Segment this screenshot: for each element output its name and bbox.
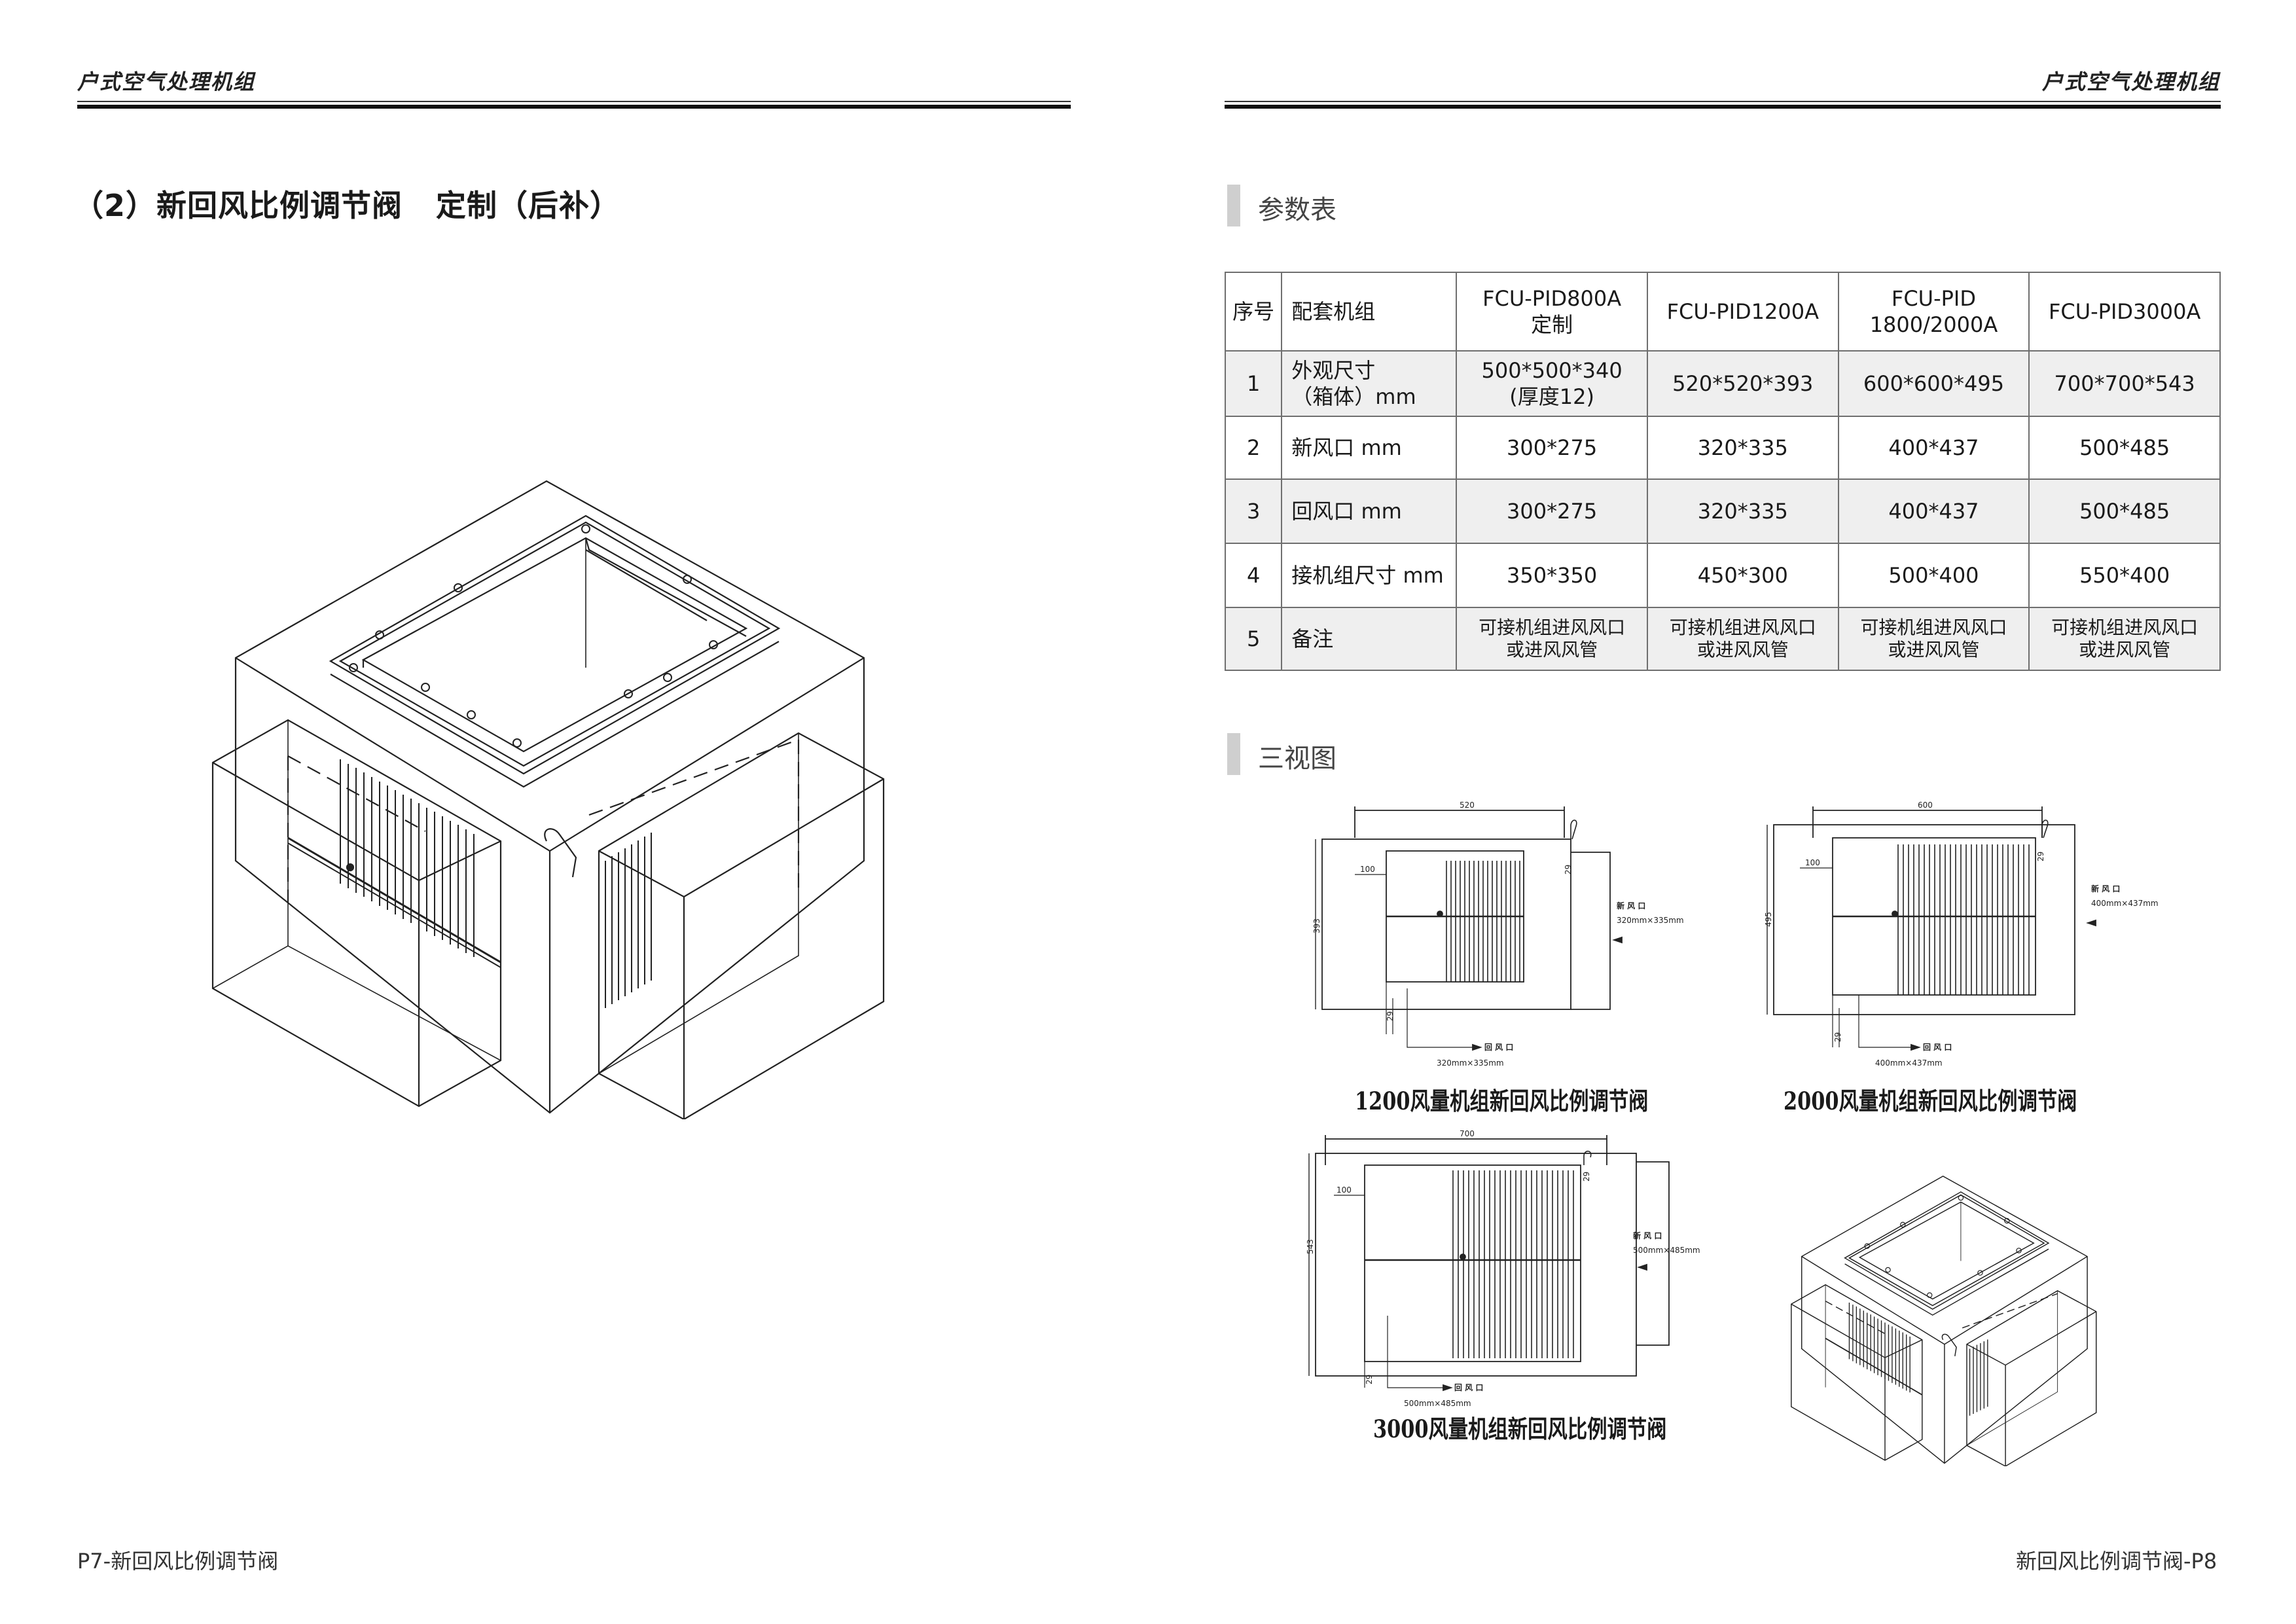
- view-drawing-1200: 520 393 100 29 新 风 口 320mm×335mm 29 回 风 …: [1312, 801, 1684, 1068]
- dim-gap: 29: [1564, 865, 1573, 875]
- cell-value: 500*400: [1837, 543, 2030, 608]
- damper-isometric-thumbnail: [1791, 1175, 2097, 1466]
- label-fresh-air: 新 风 口: [1617, 901, 1645, 911]
- label-return-air: 回 风 口: [1484, 1043, 1513, 1052]
- damper-isometric-drawing: [211, 480, 885, 1119]
- header-rule-right-thick: [1225, 105, 2221, 109]
- table-row: 2 新风口 mm 300*275 320*335 400*437 500*485: [1224, 416, 2221, 480]
- return-air-size: 500mm×485mm: [1404, 1399, 1471, 1408]
- cell-no: 3: [1224, 478, 1283, 544]
- cell-value: 350*350: [1456, 543, 1648, 608]
- fresh-air-size: 500mm×485mm: [1633, 1246, 1700, 1255]
- dim-gap: 29: [2036, 852, 2045, 861]
- dim-gap-bottom: 29: [1365, 1375, 1374, 1384]
- section-bar-params: [1227, 185, 1240, 226]
- header-rule-left-thick: [77, 105, 1071, 109]
- cell-label: 备注: [1281, 607, 1458, 671]
- cell-note: 可接机组进风风口或进风风管: [1456, 607, 1648, 671]
- cell-label: 新风口 mm: [1281, 416, 1458, 480]
- cell-value: 320*335: [1646, 416, 1839, 480]
- cell-no: 2: [1224, 416, 1283, 480]
- label-fresh-air: 新 风 口: [1633, 1231, 1662, 1240]
- label-fresh-air: 新 风 口: [2091, 884, 2120, 893]
- return-air-size: 320mm×335mm: [1437, 1058, 1504, 1068]
- dim-inner: 100: [1360, 865, 1375, 874]
- cell-no: 5: [1224, 607, 1283, 671]
- header-rule-right-thin: [1225, 101, 2221, 102]
- cell-value: 500*485: [2028, 478, 2221, 544]
- cell-note: 可接机组进风风口或进风风管: [1646, 607, 1839, 671]
- cell-value: 400*437: [1837, 478, 2030, 544]
- dim-inner: 100: [1805, 858, 1820, 867]
- dim-gap-bottom: 29: [1386, 1011, 1395, 1021]
- section-title-views: 三视图: [1258, 744, 1336, 774]
- cell-value: 600*600*495: [1837, 350, 2030, 417]
- page-title: （2）新回风比例调节阀 定制（后补）: [73, 188, 621, 223]
- footer-left: P7-新回风比例调节阀: [77, 1549, 279, 1574]
- cell-value: 520*520*393: [1646, 350, 1839, 417]
- header-cell-pid1200: FCU-PID1200A: [1646, 272, 1839, 352]
- dim-height: 393: [1312, 918, 1321, 933]
- cell-no: 4: [1224, 543, 1283, 608]
- brand-left: 户式空气处理机组: [77, 69, 256, 94]
- cell-note: 可接机组进风风口或进风风管: [2028, 607, 2221, 671]
- cell-note: 可接机组进风风口或进风风管: [1837, 607, 2030, 671]
- cell-value: 500*500*340(厚度12): [1456, 350, 1648, 417]
- dim-inner: 100: [1336, 1185, 1352, 1195]
- header-cell-unit: 配套机组: [1281, 272, 1458, 352]
- cell-label: 外观尺寸（箱体）mm: [1281, 350, 1458, 417]
- fresh-air-size: 320mm×335mm: [1617, 916, 1684, 925]
- cell-value: 500*485: [2028, 416, 2221, 480]
- cell-label: 回风口 mm: [1281, 478, 1458, 544]
- dim-gap: 29: [1582, 1172, 1591, 1182]
- table-row: 4 接机组尺寸 mm 350*350 450*300 500*400 550*4…: [1224, 543, 2221, 608]
- header-cell-no: 序号: [1224, 272, 1283, 352]
- table-row: 1 外观尺寸（箱体）mm 500*500*340(厚度12) 520*520*3…: [1224, 350, 2221, 417]
- caption-1200: 1200风量机组新回风比例调节阀: [1355, 1087, 1649, 1115]
- view-drawing-2000: 600 495 100 29 新 风 口 400mm×437mm 29 回 风 …: [1764, 801, 2159, 1068]
- cell-value: 320*335: [1646, 478, 1839, 544]
- section-bar-views: [1227, 733, 1240, 775]
- return-air-size: 400mm×437mm: [1875, 1058, 1943, 1068]
- view-drawing-3000: 700 543 100 29 新 风 口 500mm×485mm 29 回 风 …: [1306, 1129, 1700, 1408]
- brand-right: 户式空气处理机组: [2042, 69, 2221, 94]
- label-return-air: 回 风 口: [1923, 1043, 1952, 1052]
- cell-value: 300*275: [1456, 478, 1648, 544]
- cell-value: 450*300: [1646, 543, 1839, 608]
- dim-height: 543: [1306, 1239, 1315, 1254]
- dim-width: 600: [1918, 801, 1933, 810]
- section-title-params: 参数表: [1258, 195, 1336, 225]
- footer-right: 新回风比例调节阀-P8: [2016, 1549, 2217, 1574]
- table-row: 5 备注 可接机组进风风口或进风风管 可接机组进风风口或进风风管 可接机组进风风…: [1224, 607, 2221, 671]
- cell-label: 接机组尺寸 mm: [1281, 543, 1458, 608]
- dim-gap-bottom: 29: [1833, 1032, 1842, 1042]
- table-row: 3 回风口 mm 300*275 320*335 400*437 500*485: [1224, 478, 2221, 544]
- caption-3000: 3000风量机组新回风比例调节阀: [1373, 1415, 1667, 1443]
- cell-value: 400*437: [1837, 416, 2030, 480]
- fresh-air-size: 400mm×437mm: [2091, 899, 2159, 908]
- label-return-air: 回 风 口: [1454, 1383, 1483, 1392]
- cell-value: 300*275: [1456, 416, 1648, 480]
- dim-width: 700: [1460, 1129, 1475, 1138]
- header-cell-pid3000: FCU-PID3000A: [2028, 272, 2221, 352]
- cell-value: 700*700*543: [2028, 350, 2221, 417]
- dim-height: 495: [1764, 912, 1773, 927]
- caption-2000: 2000风量机组新回风比例调节阀: [1784, 1087, 2077, 1115]
- header-rule-left-thin: [77, 101, 1071, 102]
- cell-no: 1: [1224, 350, 1283, 417]
- cell-value: 550*400: [2028, 543, 2221, 608]
- dim-width: 520: [1460, 801, 1475, 810]
